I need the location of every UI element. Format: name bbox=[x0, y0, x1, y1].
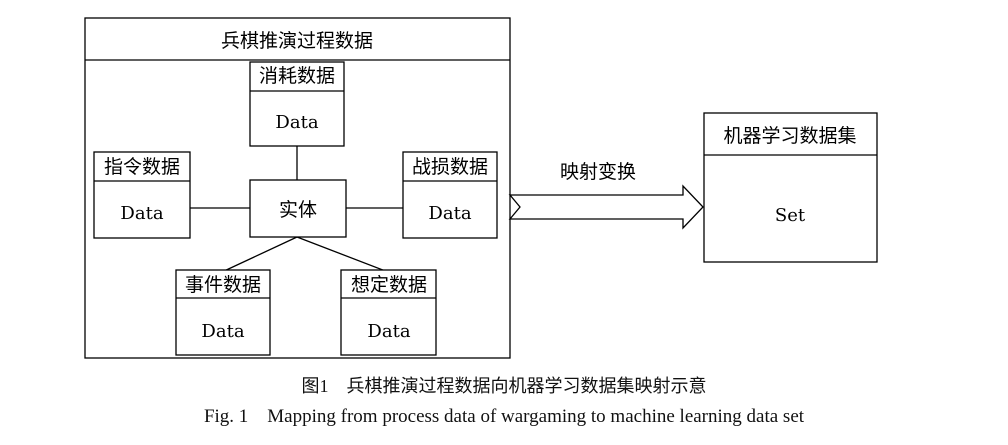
command-data-box: 指令数据 Data bbox=[93, 151, 191, 239]
event-data-title: 事件数据 bbox=[185, 274, 261, 296]
event-data-body: Data bbox=[201, 321, 244, 342]
ml-dataset-box: 机器学习数据集 Set bbox=[703, 112, 878, 263]
command-data-title: 指令数据 bbox=[104, 156, 180, 178]
ml-dataset-body: Set bbox=[775, 205, 806, 226]
damage-data-box: 战损数据 Data bbox=[402, 151, 498, 239]
damage-data-body: Data bbox=[428, 203, 471, 224]
figure-caption-en: Fig. 1 Mapping from process data of warg… bbox=[203, 406, 805, 427]
scenario-data-title: 想定数据 bbox=[351, 274, 427, 296]
connector-scenario bbox=[296, 236, 389, 273]
consumption-data-body: Data bbox=[275, 112, 318, 133]
command-data-body: Data bbox=[120, 203, 163, 224]
event-data-box: 事件数据 Data bbox=[175, 269, 271, 356]
connector-event bbox=[221, 236, 298, 273]
process-data-diagram: 兵棋推演过程数据 消耗数据 Data 指令数据 Data 实体 战损数据 Dat… bbox=[84, 17, 878, 359]
mapping-arrow bbox=[508, 184, 704, 230]
damage-data-title: 战损数据 bbox=[412, 156, 488, 178]
entity-label: 实体 bbox=[279, 199, 317, 221]
scenario-data-box: 想定数据 Data bbox=[340, 269, 437, 356]
scenario-data-body: Data bbox=[367, 321, 410, 342]
consumption-data-title: 消耗数据 bbox=[259, 65, 335, 87]
mapping-arrow-label: 映射变换 bbox=[560, 161, 636, 183]
ml-dataset-title: 机器学习数据集 bbox=[723, 125, 856, 147]
figure-caption-zh: 图1 兵棋推演过程数据向机器学习数据集映射示意 bbox=[301, 376, 707, 396]
outer-title: 兵棋推演过程数据 bbox=[221, 30, 373, 52]
entity-box: 实体 bbox=[249, 179, 347, 238]
consumption-data-box: 消耗数据 Data bbox=[249, 61, 345, 147]
